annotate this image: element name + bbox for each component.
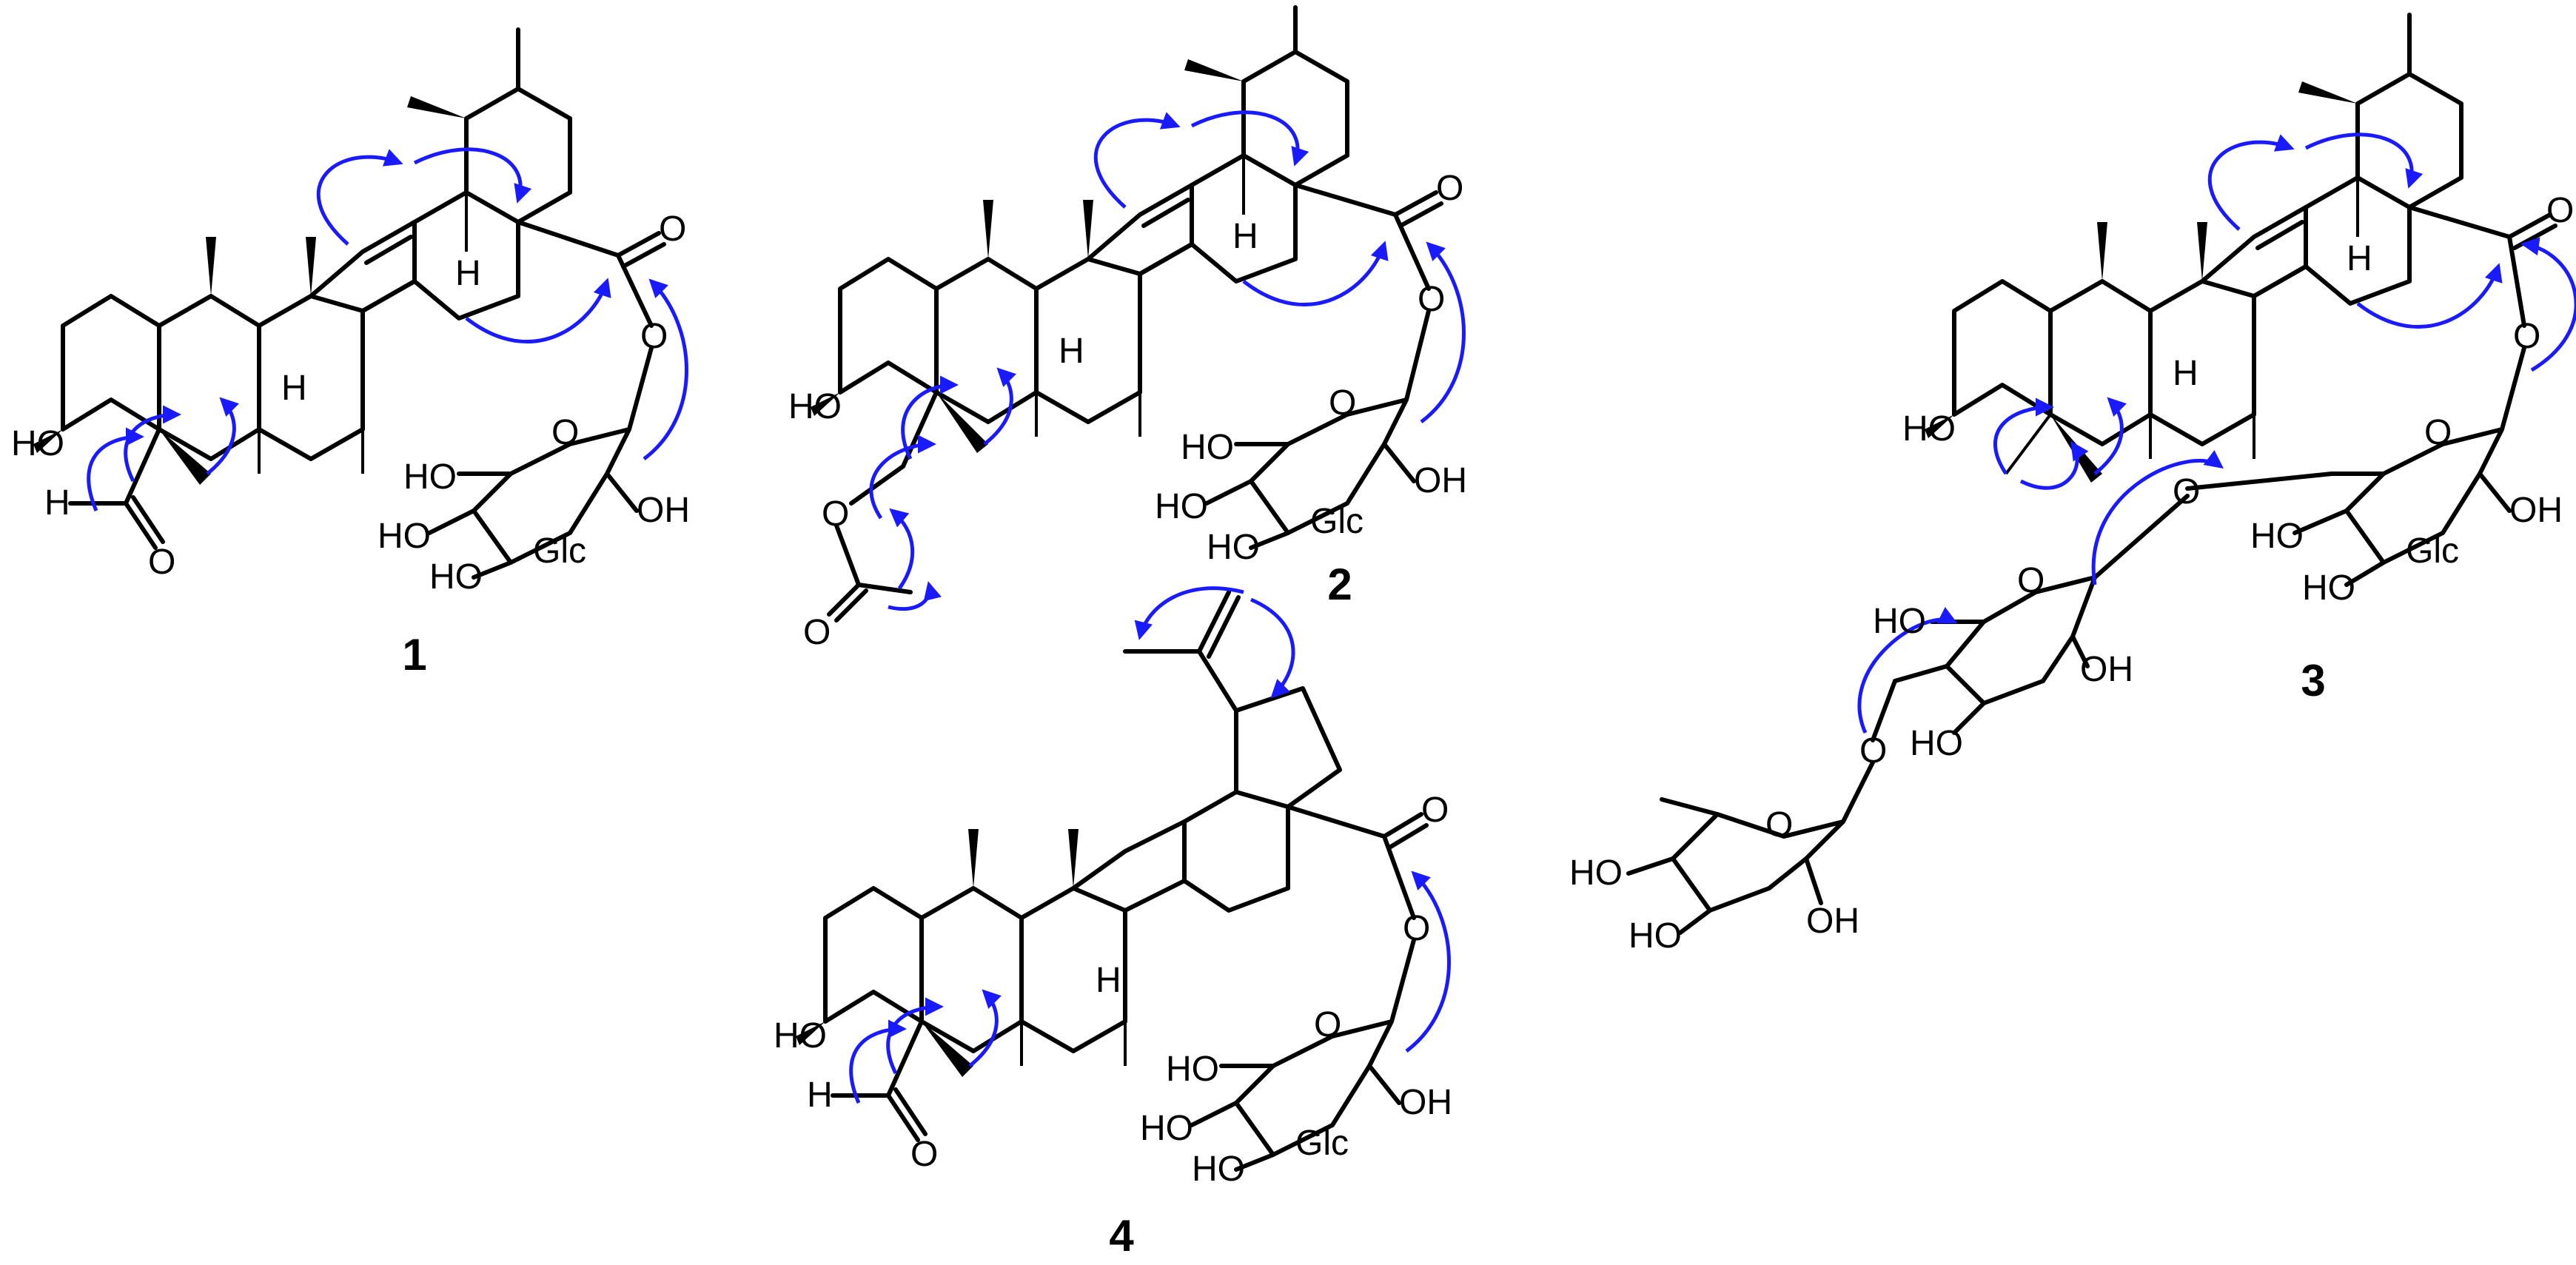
compound-2-wedges [811,59,1245,453]
glc2-ho-a-label: HO [1873,602,1926,641]
compound-4-label: 4 [1109,1211,1134,1261]
compound-2-structure: HO O O H H O O O HO HO HO OH Glc 2 [788,5,1467,652]
sugar-oh-b-label: HO [1155,487,1208,526]
sugar-oh-a-label: HO [2250,517,2304,556]
carbonyl-o-label: O [659,209,686,249]
sugar-oh-a-label: HO [1166,1050,1219,1089]
ring-h2-label: H [1232,217,1258,256]
sugar-oh-d-label: OH [2509,491,2563,530]
compound-2-atom-labels: HO O O H H O O O HO HO HO OH Glc [788,169,1467,652]
sugar-oh-b-label: HO [378,517,431,556]
compound-1-hmbc-arrows [87,147,688,511]
sugar-oh-c-label: HO [429,557,483,597]
compound-1-atom-labels: HO H O H H O O O HO HO HO OH Glc [11,209,690,597]
compound-2-label: 2 [1327,560,1352,609]
sugar-oh-d-label: OH [1399,1083,1452,1122]
compound-1-wedges [33,96,468,485]
sugar-name-label: Glc [533,531,586,571]
rha-oh-label: OH [1806,902,1859,941]
sugar-oh-a-label: HO [1181,428,1234,467]
link-o2-label: O [1859,731,1887,771]
sugar-oh-b-label: HO [2302,568,2355,608]
sugar-name-label: Glc [2406,531,2459,571]
sugar-oh-c-label: HO [1207,528,1260,567]
hydroxyl-label: HO [774,1016,827,1056]
compound-3-bonds [1626,13,2557,935]
compound-3-label: 3 [2301,656,2325,705]
compound-1-structure: HO H O H H O O O HO HO HO OH Glc 1 [11,27,690,680]
sugar-name-label: Glc [1295,1124,1349,1163]
compound-1-bonds [61,27,666,580]
compound-3-atom-labels: HO H H O O O HO HO OH Glc O O HO HO OH O… [1569,191,2574,956]
acetyl-o-label: O [803,613,831,652]
hydroxyl-label: HO [1902,409,1956,449]
hydroxyl-label: HO [11,424,64,463]
rha-ho-a-label: HO [1569,853,1623,893]
ring-h-label: H [1096,961,1121,1000]
carbonyl-o-label: O [1436,169,1463,208]
glc2-oh-label: OH [2080,650,2133,689]
ring-h-label: H [2173,354,2198,393]
link-o1-label: O [2173,472,2200,511]
sugar-o-label: O [1329,383,1356,423]
carbonyl-o-label: O [1421,791,1449,830]
compound-4-structure: HO H O H O O O HO HO HO OH Glc 4 [774,586,1452,1261]
aldehyde-o-label: O [148,543,175,582]
sugar-oh-d-label: OH [637,491,690,530]
rha-ho-b-label: HO [1629,916,1682,956]
compound-4-hmbc-arrows [849,586,1451,1104]
sugar-oh-d-label: OH [1414,461,1467,500]
rha-o-label: O [1765,805,1793,845]
sugar-o-label: O [1314,1005,1341,1044]
sugar-name-label: Glc [1310,502,1364,541]
compound-2-bonds [827,5,1443,623]
ring-h2-label: H [455,254,481,293]
compound-3-structure: HO H H O O O HO HO OH Glc O O HO HO OH O… [1569,13,2576,956]
glc2-ho-b-label: HO [1910,724,1963,763]
hydroxyl-label: HO [788,387,842,426]
sugar-oh-b-label: HO [1140,1109,1193,1148]
compound-2-hmbc-arrows [869,110,1466,611]
glycoside-o-label: O [2513,317,2540,356]
sugar-oh-c-label: HO [1192,1150,1245,1189]
sugar-o-label: O [2424,413,2452,452]
compound-4-bonds [823,590,1429,1172]
aldehyde-h-label: H [807,1076,833,1115]
sugar-o-label: O [551,413,579,452]
ester-o-label: O [822,494,849,534]
glc2-o-label: O [2017,561,2045,600]
aldehyde-h-label: H [44,483,70,523]
ring-h-label: H [1059,332,1084,371]
compound-3-hmbc-arrows [1857,132,2576,734]
aldehyde-o-label: O [910,1135,938,1174]
ring-h2-label: H [2347,239,2372,278]
carbonyl-o-label: O [2546,191,2574,230]
compound-1-label: 1 [402,630,426,680]
ring-h-label: H [281,369,307,408]
sugar-oh-a-label: HO [403,457,457,497]
glycoside-o-label: O [640,317,668,356]
compound-4-atom-labels: HO H O H O O O HO HO HO OH Glc [774,791,1452,1189]
glycoside-o-label: O [1418,280,1445,319]
compound-4-wedges [796,829,1127,1077]
glycoside-o-label: O [1403,909,1430,948]
